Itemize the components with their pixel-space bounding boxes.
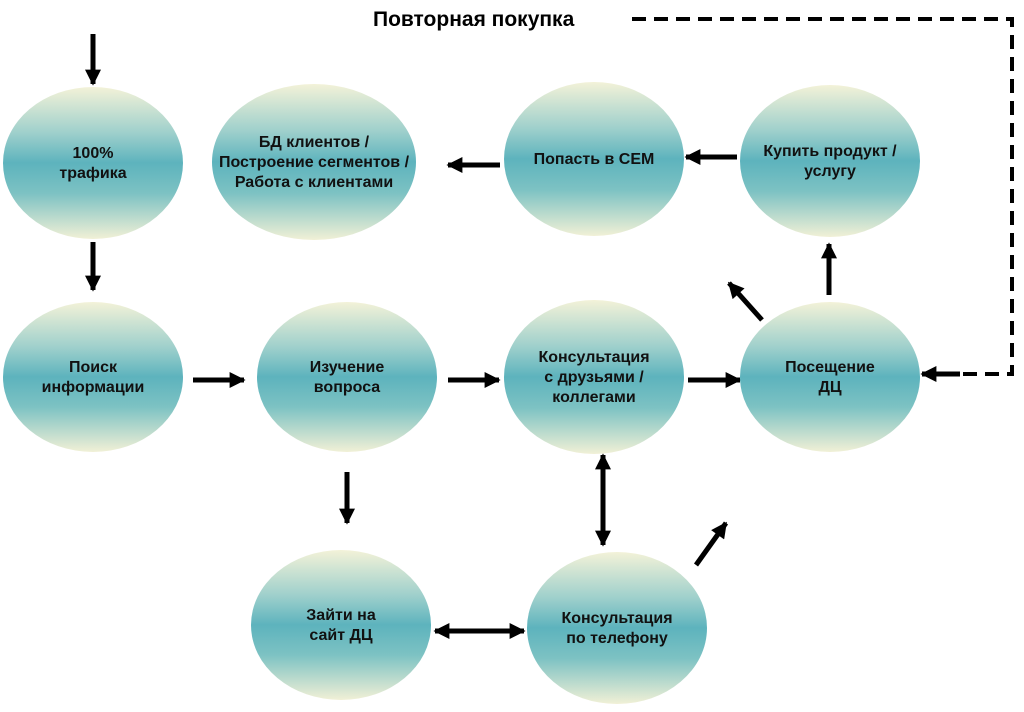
arrow-visit-to-cem (727, 281, 764, 322)
arrows (84, 34, 838, 640)
node-search: Поиск информации (3, 302, 183, 452)
node-label: Поиск (69, 359, 118, 376)
repeat-purchase-label: Повторная покупка (373, 8, 575, 31)
node-label: Работа с клиентами (235, 174, 393, 191)
node-ellipse (3, 302, 183, 452)
node-ellipse (740, 85, 920, 237)
node-label: Купить продукт / (763, 143, 897, 160)
node-label: коллегами (552, 389, 635, 406)
node-website: Зайти на сайт ДЦ (251, 550, 431, 700)
node-ellipse (257, 302, 437, 452)
node-cem: Попасть в СЕМ (504, 82, 684, 236)
node-label: с друзьями / (544, 369, 644, 386)
arrow-phone-to-visit (693, 521, 729, 567)
node-label: Зайти на (306, 607, 376, 624)
node-label: вопроса (314, 379, 380, 396)
node-label: Попасть в СЕМ (534, 151, 655, 168)
node-ellipse (504, 300, 684, 454)
node-client-db: БД клиентов / Построение сегментов / Работ… (212, 84, 416, 240)
node-traffic: 100% трафика (3, 87, 183, 239)
node-ellipse (527, 552, 707, 704)
node-label: Консультация (538, 349, 649, 366)
node-ellipse (212, 84, 416, 240)
node-phone: Консультация по телефону (527, 552, 707, 704)
node-label: услугу (804, 163, 856, 180)
node-ellipse (740, 302, 920, 452)
node-label: трафика (59, 165, 126, 182)
node-friends: Консультация с друзьями / коллегами (504, 300, 684, 454)
node-ellipse (504, 82, 684, 236)
node-label: Посещение (785, 359, 875, 376)
node-label: по телефону (566, 630, 668, 647)
node-label: ДЦ (818, 379, 841, 396)
node-ellipse (3, 87, 183, 239)
node-label: 100% (73, 145, 114, 162)
node-label: Изучение (310, 359, 385, 376)
node-study: Изучение вопроса (257, 302, 437, 452)
node-ellipse (251, 550, 431, 700)
node-label: БД клиентов / (259, 134, 370, 151)
node-buy: Купить продукт / услугу (740, 85, 920, 237)
node-label: Консультация (561, 610, 672, 627)
repeat-purchase-connector (632, 17, 1014, 383)
node-label: информации (42, 379, 145, 396)
node-label: сайт ДЦ (309, 627, 373, 644)
node-label: Построение сегментов / (219, 154, 410, 171)
